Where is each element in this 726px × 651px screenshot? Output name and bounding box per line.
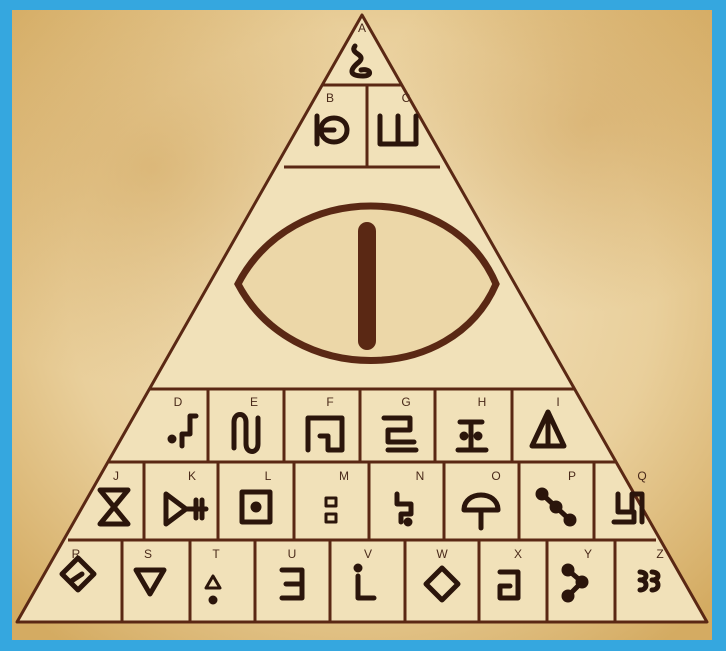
letter-label-v: V xyxy=(364,547,372,561)
letter-label-w: W xyxy=(436,547,448,561)
letter-label-q: Q xyxy=(637,469,646,483)
letter-label-b: B xyxy=(326,91,334,105)
letter-label-t: T xyxy=(212,547,220,561)
letter-label-d: D xyxy=(174,395,183,409)
letter-label-a: A xyxy=(358,21,366,35)
letter-label-p: P xyxy=(568,469,576,483)
letter-label-e: E xyxy=(250,395,258,409)
letter-label-z: Z xyxy=(656,547,663,561)
letter-label-f: F xyxy=(326,395,333,409)
letter-label-x: X xyxy=(514,547,522,561)
letter-label-l: L xyxy=(265,469,272,483)
letter-label-j: J xyxy=(113,469,119,483)
letter-label-h: H xyxy=(478,395,487,409)
letter-label-s: S xyxy=(144,547,152,561)
letter-label-y: Y xyxy=(584,547,592,561)
letter-label-k: K xyxy=(188,469,196,483)
letter-label-m: M xyxy=(339,469,349,483)
letter-label-n: N xyxy=(416,469,425,483)
eye-pupil xyxy=(358,222,376,350)
letter-label-g: G xyxy=(401,395,410,409)
letter-label-o: O xyxy=(491,469,500,483)
letter-label-i: I xyxy=(556,395,559,409)
letter-label-u: U xyxy=(288,547,297,561)
letter-label-c: C xyxy=(402,91,411,105)
